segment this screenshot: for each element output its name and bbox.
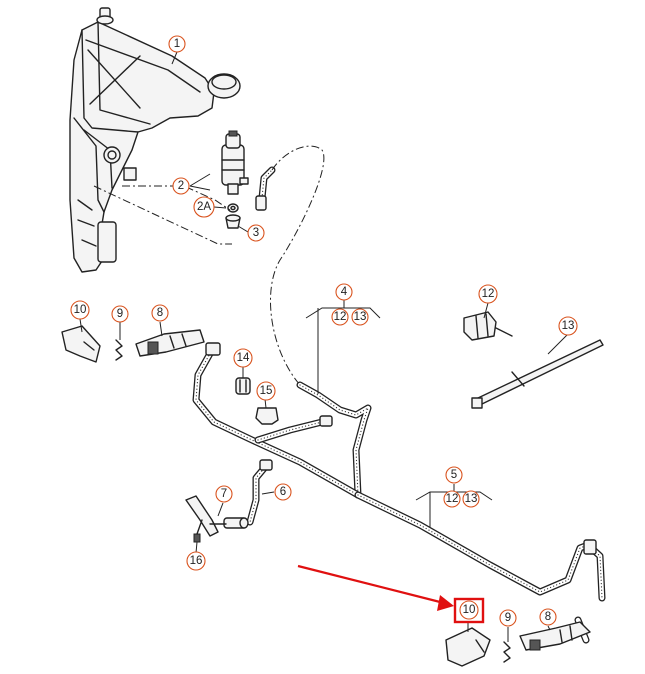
- svg-text:4: 4: [341, 286, 348, 298]
- washer-cap-10-left: [61, 325, 101, 363]
- callout-1[interactable]: 1: [168, 35, 186, 53]
- svg-text:6: 6: [280, 486, 286, 498]
- svg-text:2: 2: [178, 180, 184, 192]
- washer-jet-8-right: [519, 621, 591, 651]
- svg-text:7: 7: [221, 488, 227, 500]
- callout-4[interactable]: 4: [335, 283, 353, 301]
- svg-text:12: 12: [482, 288, 495, 300]
- svg-text:13: 13: [465, 493, 478, 505]
- highlight-arrow: [297, 564, 454, 611]
- svg-text:3: 3: [253, 227, 259, 239]
- callout-5-sub-13[interactable]: 13: [462, 490, 480, 508]
- svg-text:16: 16: [190, 555, 203, 567]
- callout-6[interactable]: 6: [274, 483, 292, 501]
- hose-section-left-branch: [192, 342, 362, 499]
- callout-9-right[interactable]: 9: [499, 609, 517, 627]
- hose-section-6: [246, 459, 273, 526]
- hose-section-5: [354, 491, 606, 644]
- callout-16[interactable]: 16: [186, 551, 206, 571]
- pump-seal: [227, 203, 239, 213]
- clip-12: [463, 311, 513, 341]
- svg-text:9: 9: [117, 308, 123, 320]
- bolt-16: [193, 519, 203, 543]
- washer-cap-10-right: [445, 627, 491, 667]
- svg-text:10: 10: [463, 604, 476, 616]
- callout-4-sub-13[interactable]: 13: [351, 308, 369, 326]
- washer-jet-8-left: [135, 329, 205, 357]
- spring-9-left: [115, 339, 123, 361]
- callout-5-sub-12[interactable]: 12: [443, 490, 461, 508]
- svg-text:13: 13: [354, 311, 367, 323]
- callout-4-sub-12[interactable]: 12: [331, 308, 349, 326]
- reservoir-grommet: [225, 214, 241, 229]
- svg-text:5: 5: [451, 469, 457, 481]
- callout-13[interactable]: 13: [558, 316, 578, 336]
- callout-14[interactable]: 14: [233, 348, 253, 368]
- callout-2[interactable]: 2: [172, 177, 190, 195]
- callout-10-left[interactable]: 10: [70, 300, 90, 320]
- callout-8-left[interactable]: 8: [151, 304, 169, 322]
- svg-text:2A: 2A: [197, 201, 211, 213]
- assembly-line-hose-route: [270, 145, 325, 386]
- hose-section-4: [296, 381, 372, 499]
- callout-3[interactable]: 3: [247, 224, 265, 242]
- cable-tie-13: [471, 339, 604, 409]
- svg-text:14: 14: [237, 352, 250, 364]
- callout-5[interactable]: 5: [445, 466, 463, 484]
- pump-outlet-hose: [255, 166, 276, 211]
- svg-text:8: 8: [545, 611, 551, 623]
- callout-7[interactable]: 7: [215, 485, 233, 503]
- clip-15: [255, 407, 279, 425]
- callout-15[interactable]: 15: [256, 381, 276, 401]
- callout-2a[interactable]: 2A: [193, 196, 215, 218]
- callout-9-left[interactable]: 9: [111, 305, 129, 323]
- svg-text:1: 1: [174, 38, 180, 50]
- svg-text:12: 12: [334, 311, 347, 323]
- svg-text:15: 15: [260, 385, 273, 397]
- svg-text:9: 9: [505, 612, 511, 624]
- svg-text:8: 8: [157, 307, 163, 319]
- washer-reservoir: [69, 7, 241, 273]
- washer-pump: [221, 130, 249, 195]
- spring-9-right: [503, 641, 511, 663]
- callout-8-right[interactable]: 8: [539, 608, 557, 626]
- svg-text:13: 13: [562, 320, 575, 332]
- svg-text:12: 12: [446, 493, 459, 505]
- svg-text:10: 10: [74, 304, 87, 316]
- callout-10-right-highlighted[interactable]: 10: [453, 597, 485, 624]
- washer-nozzle-7: [185, 495, 249, 537]
- assembly-line-pump: [93, 185, 232, 245]
- callout-12[interactable]: 12: [478, 284, 498, 304]
- clip-14: [235, 377, 251, 395]
